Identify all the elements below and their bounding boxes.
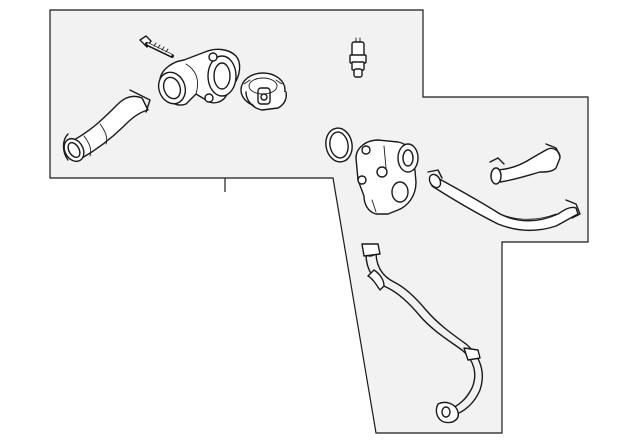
sensor-icon[interactable] bbox=[349, 37, 367, 78]
bolt-icon[interactable] bbox=[139, 35, 174, 58]
ring-icon[interactable] bbox=[323, 126, 355, 164]
outlet-icon[interactable] bbox=[355, 139, 419, 215]
thermostat-icon[interactable] bbox=[240, 72, 287, 111]
housing-icon[interactable] bbox=[154, 48, 241, 107]
pipe-icon[interactable] bbox=[361, 243, 484, 424]
hose-icon[interactable] bbox=[60, 89, 151, 165]
hose-icon[interactable] bbox=[489, 143, 561, 185]
group-panel bbox=[49, 9, 589, 434]
hose-icon[interactable] bbox=[427, 169, 581, 231]
